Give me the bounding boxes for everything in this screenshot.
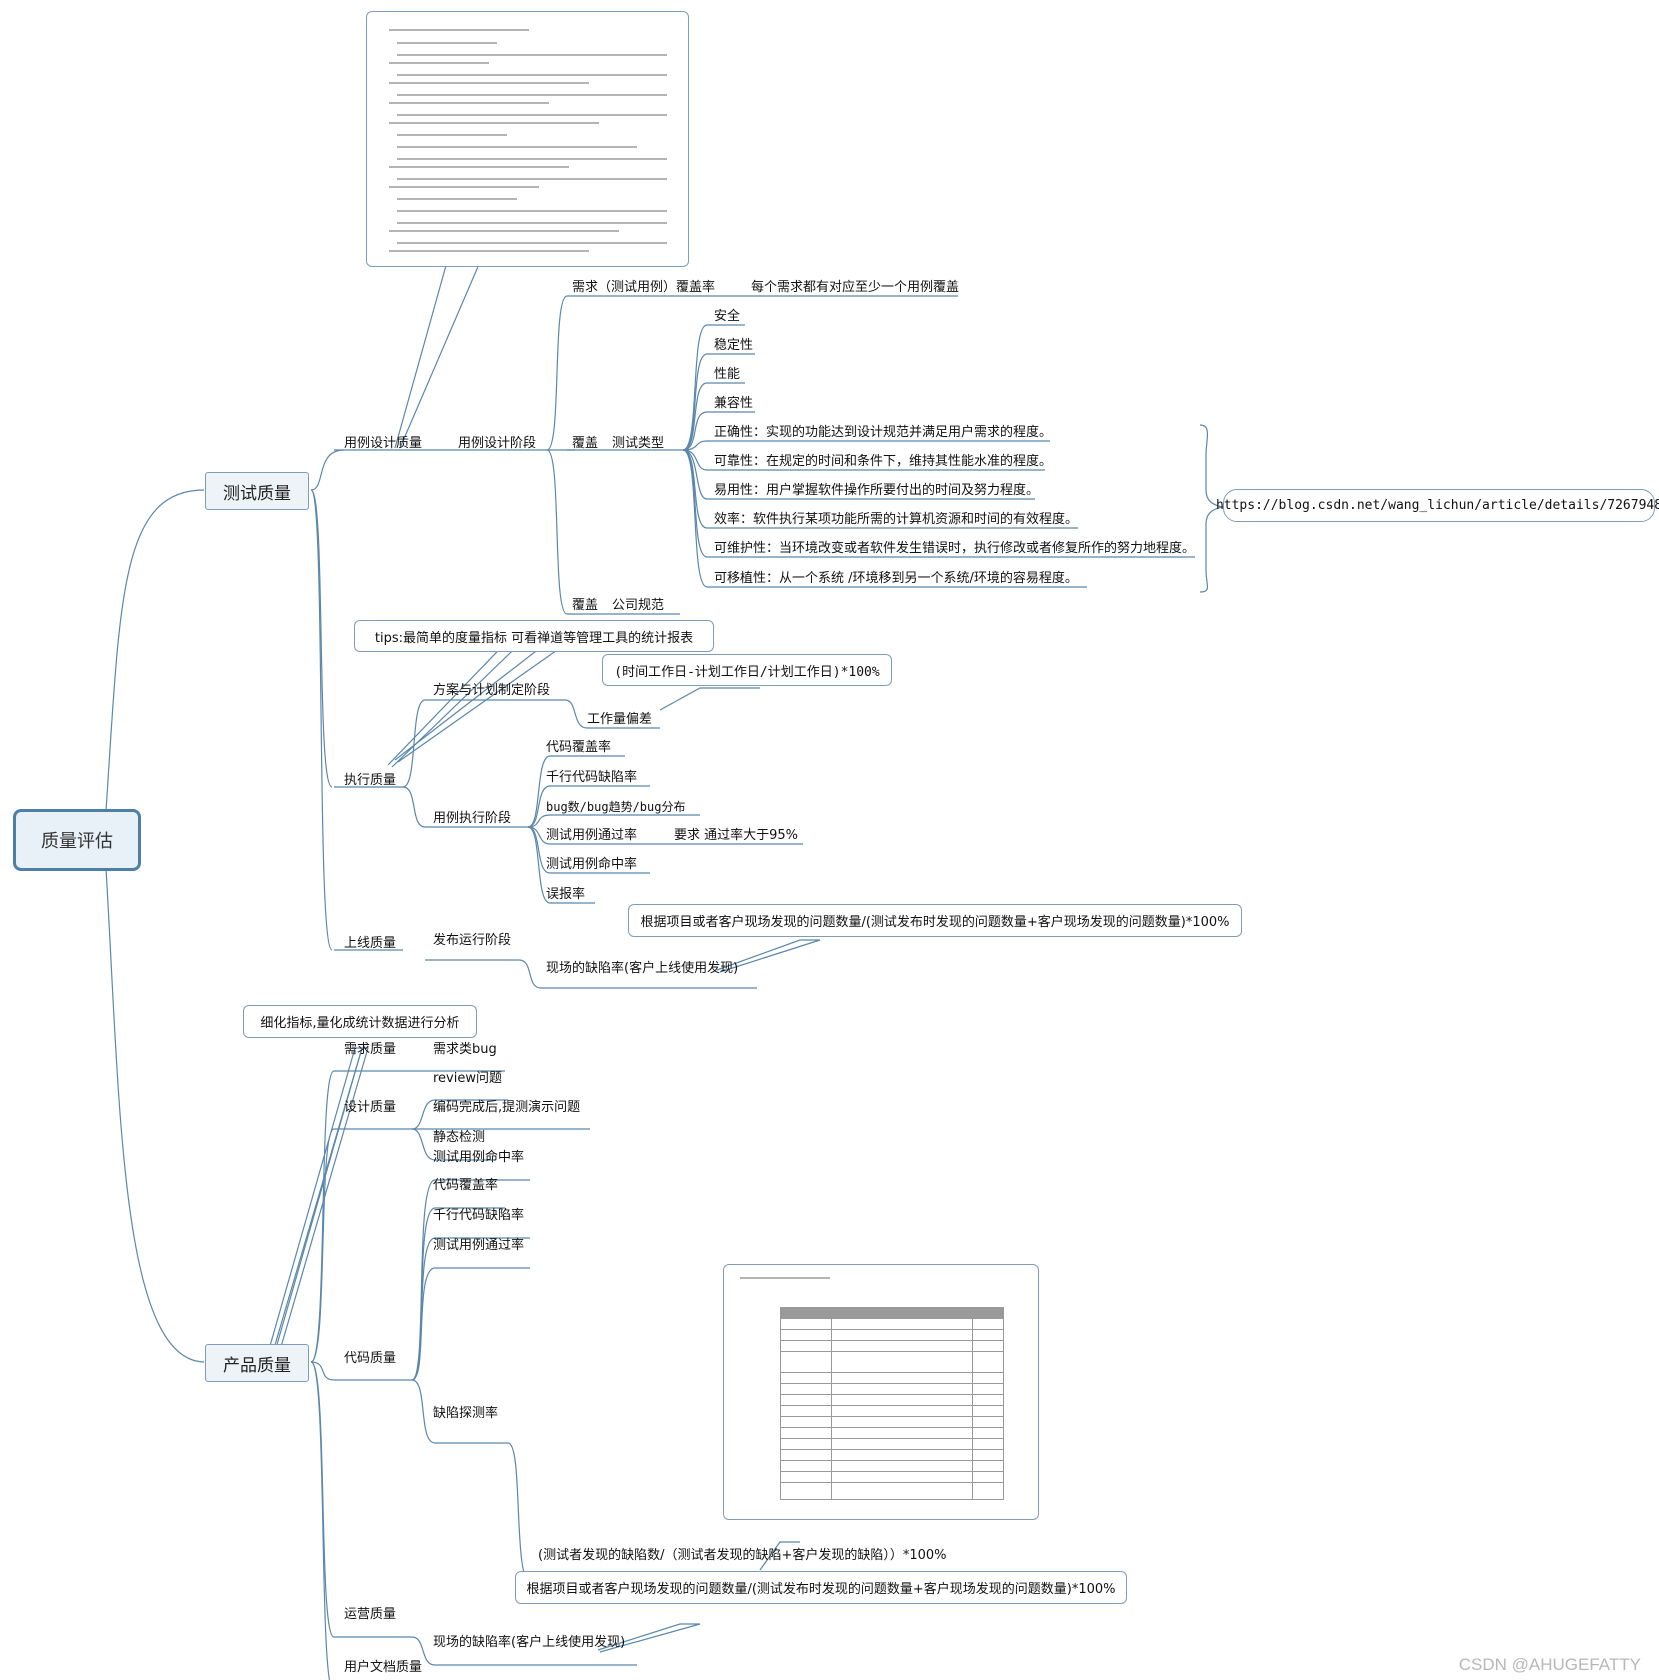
execution-quality-node[interactable]: 执行质量 [344, 773, 397, 788]
metrics-table-image [723, 1264, 1039, 1520]
design-quality-node[interactable]: 设计质量 [344, 1100, 397, 1115]
tips-callout[interactable]: tips:最简单的度量指标 可看禅道等管理工具的统计报表 [354, 620, 714, 652]
metrics-note-callout[interactable]: 细化指标,量化成统计数据进行分析 [243, 1005, 477, 1038]
coverage-node-1[interactable]: 覆盖 [572, 436, 599, 451]
release-quality-node[interactable]: 上线质量 [344, 936, 397, 951]
plan-stage-node[interactable]: 方案与计划制定阶段 [433, 683, 551, 698]
type-item[interactable]: 性能 [714, 367, 741, 382]
type-item[interactable]: 安全 [714, 309, 741, 324]
test-types-node[interactable]: 测试类型 [612, 436, 665, 451]
root-node[interactable]: 质量评估 [13, 809, 141, 871]
type-item[interactable]: 可靠性：在规定的时间和条件下，维持其性能水准的程度。 [714, 454, 1053, 469]
defect-detection-rate-node[interactable]: 缺陷探测率 [433, 1406, 499, 1421]
watermark: CSDN @AHUGEFATTY [1458, 1655, 1641, 1674]
type-item[interactable]: 效率：软件执行某项功能所需的计算机资源和时间的有效程度。 [714, 512, 1079, 527]
release-formula-callout[interactable]: 根据项目或者客户现场发现的问题数量/(测试发布时发现的问题数量+客户现场发现的问… [628, 904, 1242, 937]
requirement-quality-node[interactable]: 需求质量 [344, 1042, 397, 1057]
case-design-quality-node[interactable]: 用例设计质量 [344, 436, 423, 451]
test-quality-node[interactable]: 测试质量 [205, 472, 309, 510]
document-image [366, 11, 689, 267]
exec-item[interactable]: 测试用例命中率 [546, 857, 638, 872]
user-doc-quality-node[interactable]: 用户文档质量 [344, 1660, 423, 1675]
release-stage-node[interactable]: 发布运行阶段 [433, 933, 512, 948]
company-spec-node[interactable]: 公司规范 [612, 598, 665, 613]
design-item[interactable]: review问题 [433, 1071, 502, 1086]
code-item[interactable]: 代码覆盖率 [433, 1178, 499, 1193]
exec-stage-node[interactable]: 用例执行阶段 [433, 811, 512, 826]
type-item[interactable]: 可维护性：当环境改变或者软件发生错误时，执行修改或者修复所作的努力地程度。 [714, 541, 1196, 556]
design-item[interactable]: 编码完成后,提测演示问题 [433, 1100, 581, 1115]
type-item[interactable]: 易用性：用户掌握软件操作所要付出的时间及努力程度。 [714, 483, 1040, 498]
exec-item[interactable]: 误报率 [546, 887, 586, 902]
type-item[interactable]: 可移植性：从一个系统 /环境移到另一个系统/环境的容易程度。 [714, 571, 1078, 586]
defect-detection-formula[interactable]: (测试者发现的缺陷数/（测试者发现的缺陷+客户发现的缺陷））*100% [538, 1548, 947, 1563]
code-item[interactable]: 千行代码缺陷率 [433, 1208, 525, 1223]
exec-item[interactable]: 测试用例通过率 [546, 828, 638, 843]
deviation-formula-callout[interactable]: (时间工作日-计划工作日/计划工作日)*100% [602, 654, 892, 686]
exec-item[interactable]: 代码覆盖率 [546, 740, 612, 755]
coverage-node-2[interactable]: 覆盖 [572, 598, 599, 613]
operation-field-defect-node[interactable]: 现场的缺陷率(客户上线使用发现) [433, 1635, 626, 1650]
coverage-rate-node[interactable]: 需求（测试用例）覆盖率 [572, 280, 716, 295]
type-item[interactable]: 兼容性 [714, 396, 754, 411]
case-design-stage-node[interactable]: 用例设计阶段 [458, 436, 537, 451]
exec-item[interactable]: 千行代码缺陷率 [546, 770, 638, 785]
code-quality-node[interactable]: 代码质量 [344, 1351, 397, 1366]
requirement-bug-node[interactable]: 需求类bug [433, 1042, 497, 1057]
pass-requirement-node[interactable]: 要求 通过率大于95% [674, 828, 799, 843]
code-item[interactable]: 测试用例通过率 [433, 1238, 525, 1253]
product-quality-node[interactable]: 产品质量 [205, 1344, 309, 1382]
operation-quality-node[interactable]: 运营质量 [344, 1607, 397, 1622]
operation-formula-callout[interactable]: 根据项目或者客户现场发现的问题数量/(测试发布时发现的问题数量+客户现场发现的问… [515, 1571, 1127, 1604]
type-item[interactable]: 正确性：实现的功能达到设计规范并满足用户需求的程度。 [714, 425, 1053, 440]
design-item[interactable]: 静态检测 [433, 1130, 486, 1145]
field-defect-rate-node[interactable]: 现场的缺陷率(客户上线使用发现) [546, 961, 739, 976]
type-item[interactable]: 稳定性 [714, 338, 754, 353]
code-item[interactable]: 测试用例命中率 [433, 1150, 525, 1165]
coverage-rate-note[interactable]: 每个需求都有对应至少一个用例覆盖 [751, 280, 960, 295]
exec-item[interactable]: bug数/bug趋势/bug分布 [546, 800, 686, 814]
reference-link[interactable]: https://blog.csdn.net/wang_lichun/articl… [1216, 489, 1659, 522]
workload-deviation-node[interactable]: 工作量偏差 [587, 712, 653, 727]
